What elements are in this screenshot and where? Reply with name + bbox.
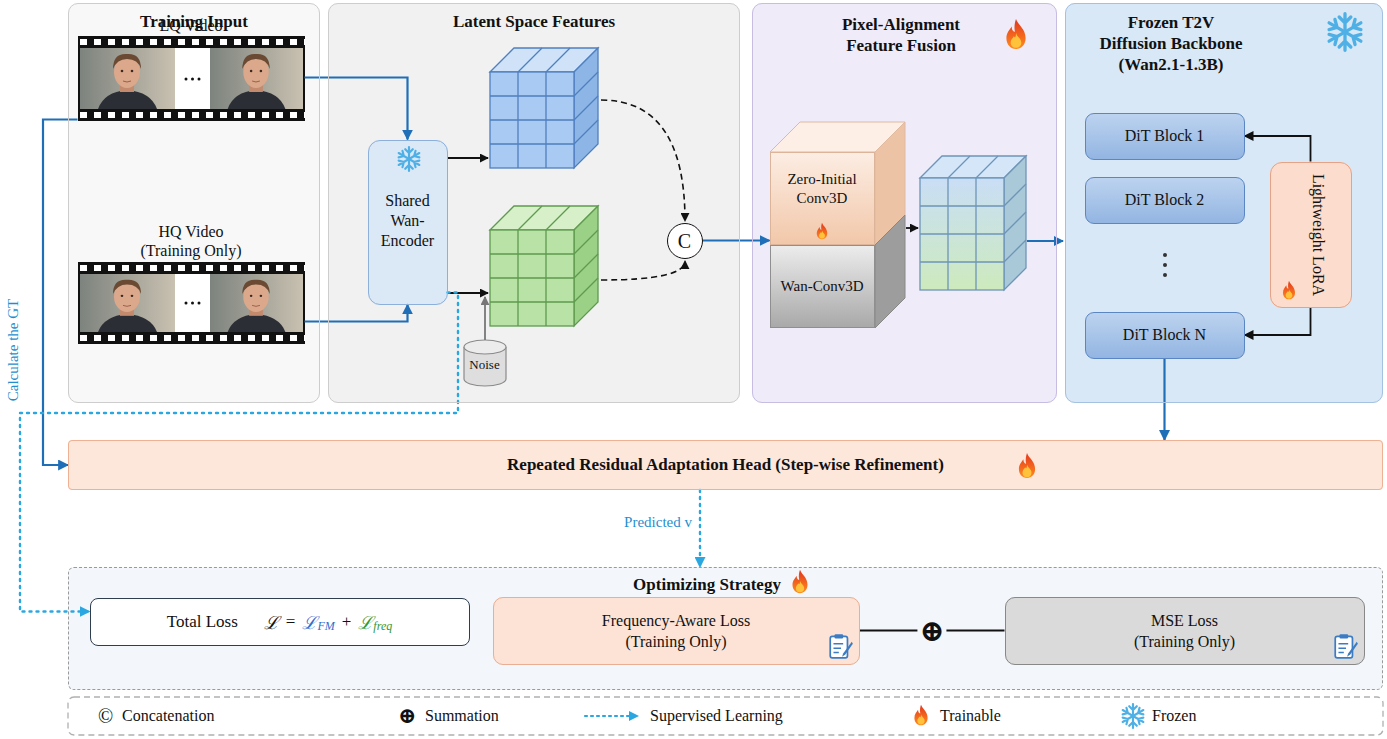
connector-arrow: [1245, 136, 1311, 162]
panel-heading: Frozen T2V Diffusion Backbone (Wan2.1-1.…: [1093, 12, 1249, 75]
panel-heading: Pixel-Alignment Feature Fusion: [816, 14, 986, 56]
loss-box: Frequency-Aware Loss (Training Only): [493, 597, 860, 665]
edge-label: ⊕: [917, 616, 946, 646]
noise-cylinder: Noise: [462, 340, 508, 386]
conv-block: Zero-Initial Conv3D: [770, 152, 875, 245]
node-text: DiT Block N: [1123, 326, 1206, 344]
formula-term: +: [342, 612, 352, 632]
connector-arrow: [860, 630, 1005, 632]
node-text: Repeated Residual Adaptation Head (Step-…: [507, 455, 944, 475]
video-strip: HQ Video (Training Only): [78, 222, 305, 344]
formula-term: ℒ: [302, 610, 317, 634]
legend-text: Concatenation: [122, 706, 214, 726]
latent-cube: [490, 206, 598, 326]
latent-cube: [490, 48, 598, 168]
panel-heading: Latent Space Features: [329, 11, 739, 32]
backbone-panel: Frozen T2V Diffusion Backbone (Wan2.1-1.…: [1065, 3, 1383, 403]
noise-cylinder: [464, 340, 506, 386]
node-text: LQ Video: [159, 16, 222, 35]
formula-term: ℒ: [358, 610, 373, 634]
connector-arrow: [1245, 308, 1311, 336]
node-text: MSE Loss (Training Only): [1122, 610, 1247, 652]
head-band: Repeated Residual Adaptation Head (Step-…: [68, 440, 1383, 490]
node-text: C: [678, 230, 691, 252]
connector-arrow: [1163, 359, 1165, 441]
ellipsis-dots: [1163, 253, 1167, 277]
strategy-panel: Optimizing StrategyTotal Lossℒ=ℒFM+ℒfreq…: [68, 567, 1383, 690]
legend-bar: [68, 697, 1383, 735]
node-text: Zero-Initial Conv3D: [774, 170, 871, 208]
formula-term: ℒ: [264, 610, 279, 634]
fused-cube: [920, 156, 1026, 290]
video-strip: LQ Video: [78, 16, 305, 122]
loss-formula-box: Total Lossℒ=ℒFM+ℒfreq: [90, 598, 470, 646]
panel-fills: [68, 3, 1383, 735]
conv-stack-faces: [770, 122, 905, 328]
connector-arrow: [699, 490, 701, 567]
film-strip: [78, 36, 305, 121]
node-text: DiT Block 2: [1125, 191, 1205, 209]
input-panel: Training InputLQ VideoHQ Video (Training…: [68, 3, 320, 403]
node-text: Lightweight LoRA: [1310, 173, 1328, 295]
node-text: DiT Block 1: [1125, 127, 1205, 145]
formula-term: freq: [373, 619, 392, 634]
latent-panel: Latent Space FeaturesShared Wan-EncoderN…: [328, 3, 740, 403]
formula-term: FM: [317, 619, 334, 634]
formula-term: Total Loss: [167, 612, 238, 632]
node-text: Shared Wan-Encoder: [372, 191, 444, 251]
node-text: Frequency-Aware Loss (Training Only): [584, 610, 769, 652]
connector-arrow: [20, 293, 458, 612]
connector-arrow: [703, 239, 770, 241]
dit-block: DiT Block N: [1085, 312, 1245, 359]
concat-circle: C: [667, 223, 703, 259]
fusion-panel: Pixel-Alignment Feature FusionZero-Initi…: [752, 3, 1057, 403]
node-text: HQ Video (Training Only): [134, 222, 249, 260]
conv-block: Wan-Conv3D: [770, 245, 875, 328]
edge-label: Calculate the GT: [5, 299, 22, 401]
panel-heading: Optimizing Strategy: [607, 574, 807, 595]
legend-text: Frozen: [1152, 706, 1196, 726]
formula-term: =: [286, 612, 296, 632]
dit-block: DiT Block 1: [1085, 113, 1245, 160]
status-icons: [397, 14, 1364, 658]
legend-samples: [585, 704, 1145, 728]
legend-text: Summation: [425, 706, 499, 726]
node-text: Noise: [469, 357, 499, 373]
node-text: Wan-Conv3D: [781, 278, 864, 295]
dit-block: DiT Block 2: [1085, 177, 1245, 224]
lora-box: Lightweight LoRA: [1270, 162, 1352, 308]
legend-text: Trainable: [940, 706, 1001, 726]
internal-arrows: [448, 100, 1063, 340]
legend-symbol: ⊕: [398, 704, 416, 728]
film-strip: [78, 262, 305, 344]
edge-label: Predicted v: [624, 514, 692, 531]
legend-symbol: ©: [98, 704, 113, 728]
encoder-box: Shared Wan-Encoder: [368, 140, 448, 305]
legend-text: Supervised Learning: [650, 706, 783, 726]
loss-box: MSE Loss (Training Only): [1005, 597, 1365, 665]
